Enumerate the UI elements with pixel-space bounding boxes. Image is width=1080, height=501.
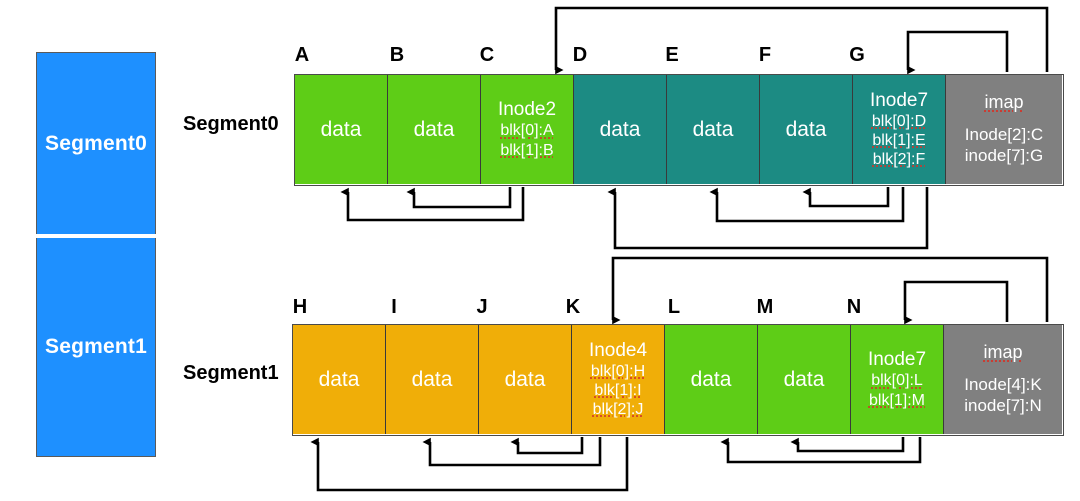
segment0-strip: data data Inode2 blk[0]:A blk[1]:B data … [294,74,1064,186]
block-imap-segment0[interactable]: imap Inode[2]:C inode[7]:G [946,75,1062,184]
block-letter-j: J [476,296,488,318]
block-k-blk0: blk[0]:H [590,362,646,380]
block-i-data[interactable]: data [386,325,479,434]
block-g-title: Inode7 [869,89,929,111]
block-imap-segment1[interactable]: imap Inode[4]:K inode[7]:N [944,325,1062,434]
block-i-label: data [411,367,453,391]
legend-segment1-label: Segment1 [45,335,147,358]
block-n-blk0: blk[0]:L [871,372,923,390]
imap0-entry-0: Inode[2]:C [964,125,1044,145]
block-letter-n: N [846,296,862,318]
block-letter-m: M [756,296,774,318]
block-h-label: data [318,367,360,391]
block-letter-h: H [292,296,308,318]
block-j-label: data [504,367,546,391]
block-j-data[interactable]: data [479,325,572,434]
block-a-data[interactable]: data [295,75,388,184]
block-e-label: data [692,117,734,141]
wire-inode4-blk2-to-j [510,437,584,455]
block-m-label: data [783,367,825,391]
block-letter-i: I [391,296,397,318]
wire-inode7a-blk0-to-d [607,187,929,250]
block-g-blk0: blk[0]:D [871,112,927,130]
row-label-segment0: Segment0 [183,113,279,135]
imap0-title: imap [984,92,1024,113]
block-a-label: data [320,117,362,141]
block-letter-d: D [572,44,588,66]
block-e-data[interactable]: data [667,75,760,184]
wire-inode2-blk1-to-b [406,187,512,209]
block-c-title: Inode2 [497,99,557,121]
block-f-label: data [785,117,827,141]
row-label-segment1: Segment1 [183,362,279,384]
block-letter-c: C [479,44,495,66]
legend-segment0: Segment0 [36,52,156,235]
block-m-data[interactable]: data [758,325,851,434]
block-k-blk1: blk[1]:I [594,381,642,399]
block-g-blk2: blk[2]:F [872,151,926,169]
block-d-data[interactable]: data [574,75,667,184]
imap1-entry-1: inode[7]:N [964,396,1042,416]
segment1-strip: data data data Inode4 blk[0]:H blk[1]:I … [292,324,1064,436]
wire-inode4-blk1-to-i [422,437,602,467]
block-f-data[interactable]: data [760,75,853,184]
block-g-inode7[interactable]: Inode7 blk[0]:D blk[1]:E blk[2]:F [853,75,946,184]
block-k-blk2: blk[2]:J [592,401,644,419]
wire-inode2-blk0-to-a [340,187,525,222]
wire-inode7b-blk0-to-l [720,437,922,464]
legend-segment0-label: Segment0 [45,132,147,155]
block-c-inode2[interactable]: Inode2 blk[0]:A blk[1]:B [481,75,574,184]
block-letter-k: K [565,296,581,318]
wire-inode4-blk0-to-h [310,437,629,492]
block-h-data[interactable]: data [293,325,386,434]
block-l-label: data [690,367,732,391]
wire-inode7b-blk1-to-m [790,437,905,453]
block-c-blk1: blk[1]:B [500,141,554,159]
block-letter-f: F [758,44,772,66]
block-n-blk1: blk[1]:M [868,391,925,409]
legend-divider [36,234,156,238]
wire-imap0-to-inode7 [906,30,1009,75]
block-k-title: Inode4 [588,339,648,361]
block-letter-a: A [294,44,310,66]
wire-imap1-to-inode7 [903,280,1009,325]
block-letter-g: G [849,44,865,66]
wire-inode7a-blk2-to-f [802,187,890,208]
block-letter-e: E [665,44,679,66]
block-l-data[interactable]: data [665,325,758,434]
block-b-label: data [413,117,455,141]
block-c-blk0: blk[0]:A [500,122,554,140]
block-g-blk1: blk[1]:E [872,131,926,149]
block-k-inode4[interactable]: Inode4 blk[0]:H blk[1]:I blk[2]:J [572,325,665,434]
imap0-entry-1: inode[7]:G [964,146,1044,166]
imap1-entry-0: Inode[4]:K [964,375,1042,395]
wire-imap0-to-inode2 [554,6,1049,75]
block-n-inode7[interactable]: Inode7 blk[0]:L blk[1]:M [851,325,944,434]
block-b-data[interactable]: data [388,75,481,184]
block-letter-b: B [389,44,405,66]
block-letter-l: L [667,296,681,318]
block-n-title: Inode7 [867,349,927,371]
legend-segment1: Segment1 [36,238,156,457]
wire-inode7a-blk1-to-e [709,187,905,223]
imap1-title: imap [983,342,1023,363]
block-d-label: data [599,117,641,141]
